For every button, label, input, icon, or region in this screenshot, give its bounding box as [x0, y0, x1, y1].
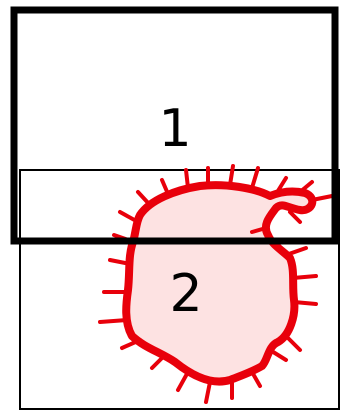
region-1-label: 1 — [158, 99, 191, 159]
irregular-region-fill — [126, 185, 312, 381]
irregular-region — [100, 166, 332, 402]
region-2-label: 2 — [169, 264, 202, 324]
